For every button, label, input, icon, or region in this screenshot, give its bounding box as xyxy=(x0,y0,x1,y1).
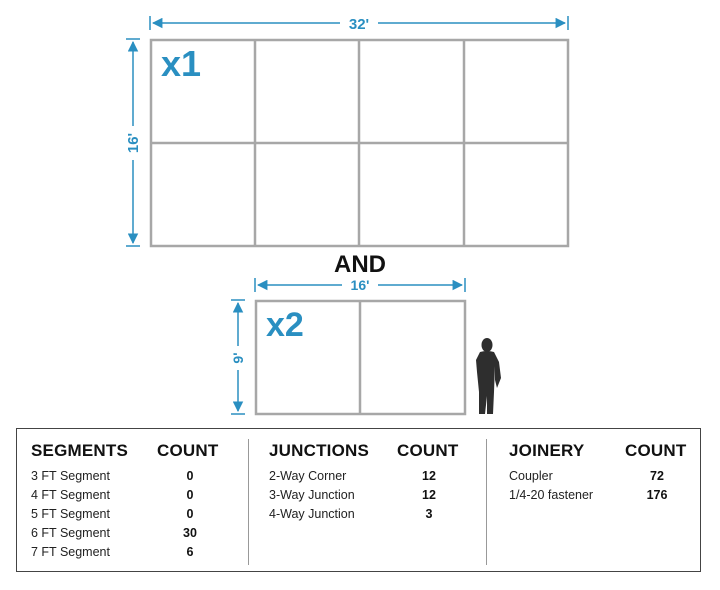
person-silhouette-icon xyxy=(476,338,501,414)
column-divider xyxy=(486,439,487,565)
list-item-count: 3 xyxy=(425,507,433,521)
list-item: 2-Way Corner xyxy=(269,469,347,483)
junctions-section: JUNCTIONS COUNT 2-Way Corner 12 3-Way Ju… xyxy=(257,429,487,571)
list-item-count: 12 xyxy=(422,469,436,483)
large-width-label: 32' xyxy=(349,16,369,33)
list-item-count: 176 xyxy=(646,488,668,502)
list-item: 4-Way Junction xyxy=(269,507,355,521)
list-item: 4 FT Segment xyxy=(31,488,110,502)
column-divider xyxy=(248,439,249,565)
large-width-dimension: 32' xyxy=(149,16,569,33)
small-height-label: 9' xyxy=(230,352,246,363)
segments-count-title: COUNT xyxy=(157,441,219,460)
list-item: 1/4-20 fastener xyxy=(509,488,594,502)
list-item: 6 FT Segment xyxy=(31,526,110,540)
list-item: 3-Way Junction xyxy=(269,488,355,502)
junctions-title: JUNCTIONS xyxy=(269,441,370,460)
large-height-dimension: 16' xyxy=(125,38,142,247)
list-item-count: 0 xyxy=(186,507,194,521)
joinery-section: JOINERY COUNT Coupler 72 1/4-20 fastener… xyxy=(497,429,702,571)
connector-label: AND xyxy=(334,251,386,278)
junctions-count-title: COUNT xyxy=(397,441,459,460)
list-item: 3 FT Segment xyxy=(31,469,110,483)
segments-title: SEGMENTS xyxy=(31,441,129,460)
joinery-count-title: COUNT xyxy=(625,441,687,460)
list-item-count: 6 xyxy=(186,545,194,559)
parts-table: SEGMENTS COUNT 3 FT Segment 0 4 FT Segme… xyxy=(16,428,701,572)
list-item-count: 0 xyxy=(186,488,194,502)
frame-diagram: 32' 16' x1 AND 16' 9' x2 xyxy=(125,16,570,416)
small-height-dimension: 9' xyxy=(230,299,246,415)
large-multiplier: x1 xyxy=(161,43,201,84)
list-item: Coupler xyxy=(509,469,553,483)
segments-section: SEGMENTS COUNT 3 FT Segment 0 4 FT Segme… xyxy=(17,429,257,571)
joinery-title: JOINERY xyxy=(509,441,585,460)
large-frame xyxy=(149,38,570,248)
small-frame xyxy=(254,299,467,416)
list-item-count: 12 xyxy=(422,488,436,502)
small-multiplier: x2 xyxy=(266,306,304,344)
small-width-label: 16' xyxy=(351,277,370,293)
list-item: 7 FT Segment xyxy=(31,545,110,559)
list-item-count: 0 xyxy=(186,469,194,483)
large-height-label: 16' xyxy=(125,133,142,153)
small-width-dimension: 16' xyxy=(254,277,466,293)
list-item-count: 30 xyxy=(183,526,197,540)
list-item: 5 FT Segment xyxy=(31,507,110,521)
list-item-count: 72 xyxy=(650,469,664,483)
